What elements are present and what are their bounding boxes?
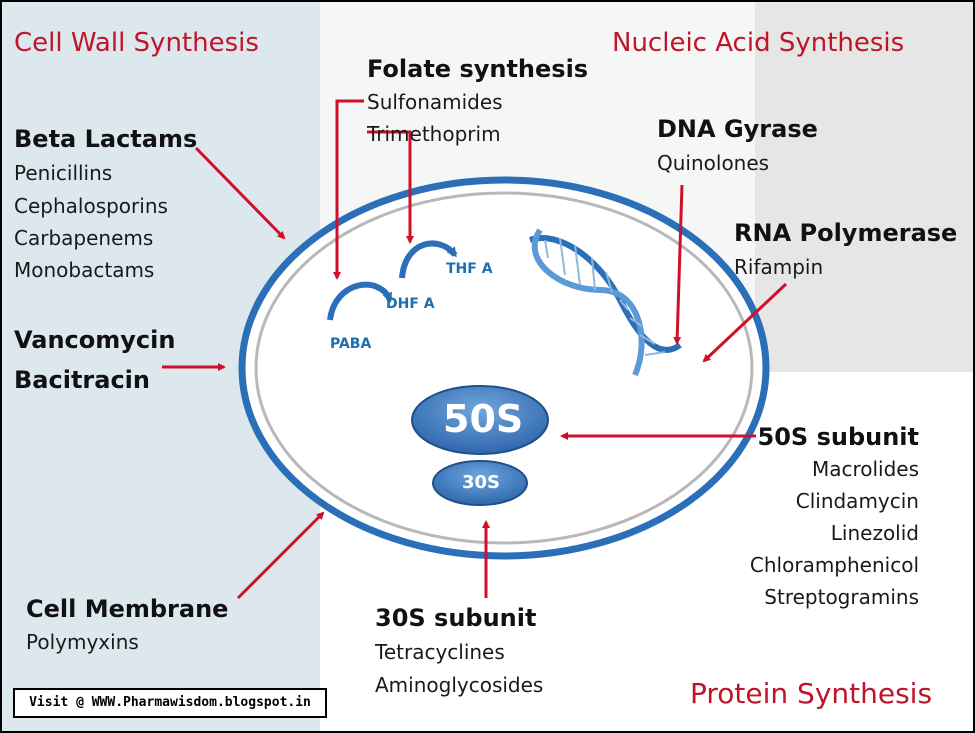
50s-drug: Clindamycin: [795, 489, 919, 513]
paba-to-dhf-arrow: [327, 281, 393, 321]
beta-lactams-heading: Beta Lactams: [14, 125, 198, 153]
ribosome-50s-shape: [411, 385, 549, 455]
beta-lactam-drug: Cephalosporins: [14, 194, 168, 218]
50s-drug: Chloramphenicol: [749, 553, 919, 577]
dhf-label: DHF A: [386, 296, 435, 312]
30s-subunit-heading: 30S subunit: [375, 604, 537, 632]
cell-wall-title: Cell Wall Synthesis: [14, 28, 259, 58]
bacitracin-label: Bacitracin: [14, 366, 150, 394]
beta-lactam-arrow: [194, 146, 286, 240]
sulfonamide-arrow: [333, 99, 364, 280]
thf-label: THF A: [446, 261, 493, 277]
dna-gyrase-heading: DNA Gyrase: [657, 115, 818, 143]
50s-drug: Linezolid: [830, 521, 919, 545]
30s-drug: Tetracyclines: [375, 640, 505, 664]
quinolone-arrow: [673, 184, 684, 345]
rna-polymerase-drug: Rifampin: [734, 255, 824, 279]
folate-drug: Sulfonamides: [367, 90, 503, 114]
ribosome-50s-label: 50S: [443, 397, 524, 441]
nucleic-acid-quadrant: [755, 0, 975, 372]
cell-membrane-ring: [254, 191, 754, 545]
vancomycin-label: Vancomycin: [14, 326, 176, 354]
cell-wall-ring: [238, 176, 770, 560]
cell-body: [242, 180, 766, 556]
folate-drug: Trimethoprim: [367, 122, 501, 146]
beta-lactam-drug: Monobactams: [14, 258, 155, 282]
beta-lactam-drug: Penicillins: [14, 161, 113, 185]
ribosome-30s-shape: [432, 460, 528, 506]
folate-heading: Folate synthesis: [367, 55, 589, 83]
dna-gyrase-drug: Quinolones: [657, 151, 770, 175]
nucleic-acid-title: Nucleic Acid Synthesis: [612, 28, 905, 58]
trimethoprim-arrow: [367, 130, 414, 244]
50s-drug: Macrolides: [811, 457, 919, 481]
dna-helix-icon: [529, 228, 682, 377]
rna-polymerase-heading: RNA Polymerase: [734, 219, 958, 247]
cell-membrane-arrow: [236, 511, 325, 600]
protein-synthesis-title: Protein Synthesis: [690, 677, 933, 710]
ribosome-30s-label: 30S: [462, 472, 501, 493]
cell-membrane-heading: Cell Membrane: [26, 595, 229, 623]
dhf-to-thf-arrow: [399, 240, 458, 279]
50s-drug: Streptogramins: [764, 585, 919, 609]
50s-subunit-heading: 50S subunit: [757, 423, 919, 451]
30s-drug: Aminoglycosides: [375, 673, 544, 697]
website-credit: Visit @ WWW.Pharmawisdom.blogspot.in: [13, 688, 327, 718]
paba-label: PABA: [330, 336, 372, 352]
beta-lactam-drug: Carbapenems: [14, 226, 154, 250]
rifampin-arrow: [702, 282, 788, 363]
cell-membrane-drug: Polymyxins: [26, 630, 139, 654]
